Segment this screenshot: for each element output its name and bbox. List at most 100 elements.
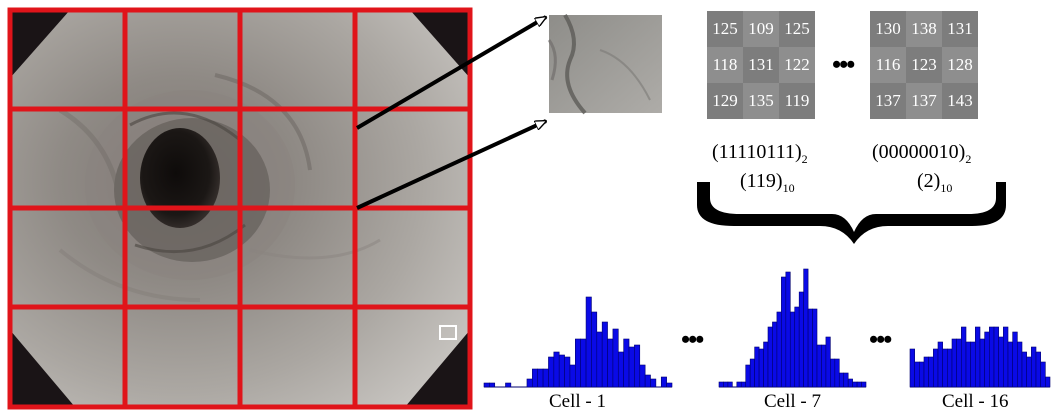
corner-mask-top-left (10, 10, 70, 78)
histogram-bar (1031, 346, 1037, 388)
histogram-bar (736, 381, 742, 388)
pixel-value: 109 (743, 11, 779, 47)
histogram-bar (483, 382, 490, 388)
histogram-separator-dots-1: ••• (681, 325, 704, 354)
histogram-bar (623, 338, 630, 388)
histogram-bar (942, 348, 948, 388)
histogram-bar (1012, 331, 1018, 388)
histogram-bar (772, 321, 778, 388)
histogram-bar (1007, 341, 1013, 388)
histogram-bar (989, 326, 995, 388)
histogram-bar (628, 346, 635, 388)
histogram-bar (650, 378, 657, 388)
histogram-bar (979, 338, 985, 388)
pixel-value: 125 (707, 11, 743, 47)
histogram-bar (644, 374, 651, 388)
histogram-bar (634, 344, 641, 388)
histogram-bar (564, 356, 571, 388)
histogram-bar (718, 381, 724, 388)
histogram-bar (847, 378, 853, 388)
histogram-bar (532, 368, 539, 388)
histogram-bar (1035, 351, 1041, 388)
pixel-value: 135 (743, 83, 779, 119)
histogram-bar (852, 381, 858, 388)
cell-grid (7, 7, 473, 410)
histogram-bar (947, 348, 953, 388)
pixel-value: 137 (870, 83, 906, 119)
pixel-value: 131 (743, 47, 779, 83)
histogram-bar (838, 372, 845, 388)
pixel-value: 130 (870, 11, 906, 47)
histogram-bar (580, 338, 587, 388)
corner-mask-top-right (410, 10, 470, 78)
lumen (140, 128, 220, 228)
corner-mask-bottom-right (405, 330, 470, 407)
histogram-bar (937, 341, 943, 388)
histogram-bar (798, 291, 804, 388)
histogram-bar (727, 381, 733, 388)
histogram-bar (856, 381, 862, 388)
histogram-bar (1017, 341, 1023, 388)
histogram-bar (825, 336, 831, 388)
pixel-value: 122 (779, 47, 815, 83)
pixel-value: 143 (942, 83, 978, 119)
histogram-bar (970, 341, 976, 388)
histogram-bar (975, 326, 981, 388)
histogram-bar (754, 346, 760, 388)
histogram-bar (489, 382, 496, 388)
histogram-bar (639, 364, 646, 388)
histogram-bar (763, 341, 769, 388)
histogram-bar (928, 356, 934, 388)
histogram-bar (558, 354, 565, 388)
histogram-bar (843, 372, 849, 388)
histogram-bar (914, 361, 920, 388)
histogram-bar (812, 308, 818, 388)
pixel-value: 129 (707, 83, 743, 119)
histogram-bar (923, 356, 929, 388)
histogram-bar (785, 271, 791, 388)
histogram-bar (807, 308, 813, 388)
corner-mask-bottom-left (10, 330, 75, 407)
histogram-bar (612, 328, 619, 388)
histogram-bar (745, 364, 751, 388)
pixel-value: 128 (942, 47, 978, 83)
histogram-bar (526, 378, 533, 388)
histogram-bar (965, 341, 971, 388)
histogram-bar (505, 382, 512, 388)
binary-code-right: (00000010)2 (872, 141, 972, 166)
histogram-bar (585, 296, 592, 388)
histogram-bar (830, 358, 836, 388)
histogram-bar (569, 364, 576, 388)
histogram-bar (998, 336, 1004, 388)
histogram-bar (803, 268, 809, 388)
histogram-bar (993, 326, 999, 388)
decimal-code-right: (2)10 (917, 170, 953, 195)
histogram-bar (723, 381, 729, 388)
histogram-cell-1 (483, 296, 673, 388)
histogram-bar (789, 311, 796, 388)
zoomed-patch (547, 13, 662, 115)
histogram-bar (861, 381, 867, 388)
histogram-bar (1003, 326, 1009, 388)
pixel-value: 118 (707, 47, 743, 83)
histogram-bar (919, 361, 925, 388)
histogram-bar (601, 321, 608, 388)
histogram-bar (984, 331, 990, 388)
histogram-bar (749, 358, 755, 388)
histogram-bar (816, 344, 822, 388)
histogram-bar (1040, 361, 1046, 388)
histogram-label-cell-7: Cell - 7 (764, 391, 821, 412)
pixel-value: 131 (942, 11, 978, 47)
pixel-value: 137 (906, 83, 942, 119)
histogram-bar (767, 326, 773, 388)
zoom-arrow-upper (355, 15, 546, 130)
histogram-label-cell-16: Cell - 16 (942, 391, 1009, 412)
histogram-bar (776, 311, 782, 388)
histogram-bar (1045, 376, 1051, 388)
histogram-bar (542, 368, 549, 388)
curly-brace (697, 182, 1006, 244)
histogram-bar (617, 351, 624, 388)
